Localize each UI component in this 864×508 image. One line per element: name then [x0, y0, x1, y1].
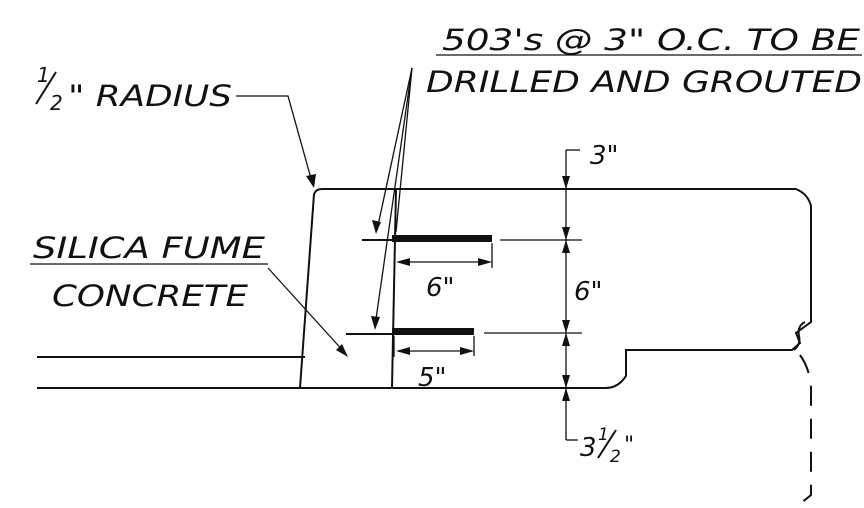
bar-spacing-arrow-bottom: [562, 320, 570, 333]
bottom-cover-arrow-up: [562, 388, 570, 401]
upper-length-arrow-left: [396, 258, 410, 266]
bottom-cover-den: 2: [610, 447, 621, 467]
bars-note-line2: DRILLED AND GROUTED: [426, 65, 862, 99]
construction-joint-line: [391, 188, 397, 389]
bottom-cover-whole: 3: [580, 433, 597, 463]
upper-rebar: [392, 235, 492, 242]
lower-bar-length-dimension: 5": [418, 363, 447, 393]
upper-length-arrow-right: [478, 258, 492, 266]
radius-leader-arrow: [306, 174, 316, 188]
slab-outline: [37, 188, 813, 507]
radius-fraction-den: 2: [50, 91, 63, 115]
bottom-cover-fraction-bar: [597, 429, 617, 459]
radius-leader: [236, 95, 313, 183]
bars-note-line1: 503's @ 3" O.C. TO BE: [442, 23, 861, 57]
lower-rebar: [392, 328, 474, 335]
radius-fraction-num: 1: [37, 63, 50, 87]
break-line-dashed: [796, 354, 813, 507]
break-line-notch: [793, 321, 806, 351]
silica-note-line1: SILICA FUME: [33, 231, 266, 265]
silica-leader: [267, 267, 347, 355]
bars-leader-lower: [374, 67, 413, 327]
bar-spacing-arrow-top: [562, 240, 570, 253]
slab-profile: [299, 188, 812, 389]
upper-bar-length-dimension: 6": [426, 273, 455, 303]
bar-spacing-dimension: 6": [574, 277, 603, 307]
annotation-labels: 503's @ 3" O.C. TO BE DRILLED AND GROUTE…: [33, 23, 862, 467]
radius-note: " RADIUS: [68, 79, 232, 113]
bars-leader-upper-arrow: [372, 220, 381, 234]
dimension-lines: [30, 54, 862, 441]
silica-leader-arrow: [336, 344, 348, 357]
top-cover-dimension: 3": [590, 141, 619, 171]
arrowheads: [306, 174, 570, 401]
lower-length-arrow-left: [396, 347, 410, 355]
bars-leader-upper: [376, 67, 413, 231]
bars-leader-lower-arrow: [371, 316, 380, 330]
bottom-cover-arrow-down: [562, 333, 570, 346]
bottom-cover-inch: ": [624, 433, 634, 458]
top-cover-arrow: [562, 176, 570, 189]
radius-fraction-bar: [35, 71, 57, 105]
silica-note-line2: CONCRETE: [52, 279, 249, 313]
bottom-cover-arrow-top: [562, 375, 570, 388]
rebar-group: [346, 235, 492, 335]
bars-leader-joint: [395, 67, 413, 233]
lower-length-arrow-right: [460, 347, 474, 355]
bottom-cover-num: 1: [598, 425, 609, 445]
bar-spacing-arrow-up: [562, 227, 570, 240]
